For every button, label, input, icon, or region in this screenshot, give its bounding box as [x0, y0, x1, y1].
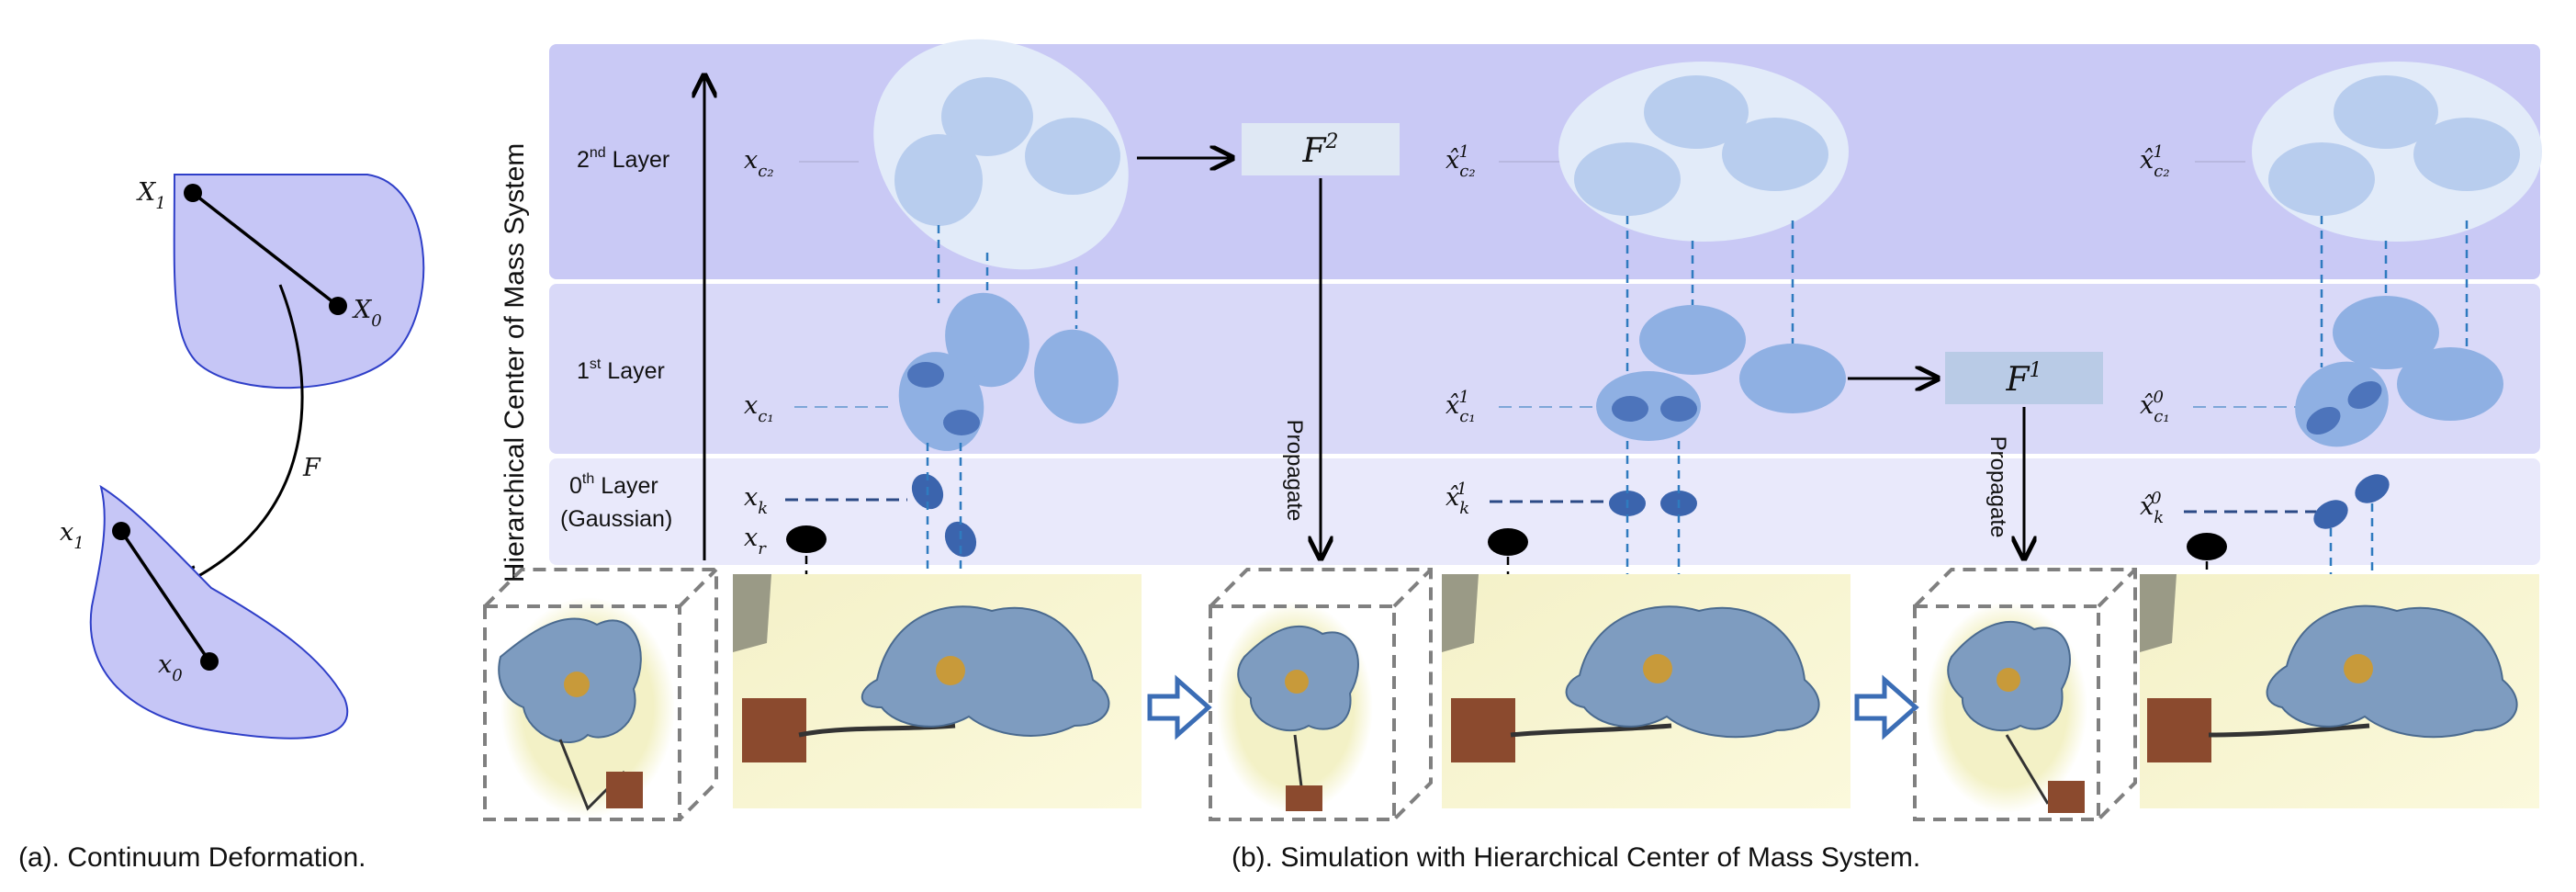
- next-step-arrow-1: [1147, 674, 1212, 740]
- caption-a: (a). Continuum Deformation.: [18, 842, 366, 873]
- layer2-child: [894, 134, 983, 226]
- photo-cube-3: [1913, 568, 2137, 821]
- propagate-label-2: Propagate: [1985, 436, 2010, 538]
- F1-label: F1: [2006, 359, 2042, 399]
- label-xc2: xc₂: [744, 146, 774, 181]
- layer1-node: [945, 292, 1029, 388]
- robot-marker: [2187, 533, 2227, 560]
- layer0-band: [549, 458, 2540, 565]
- deformed-body-shape: [89, 484, 349, 740]
- layer2-child: [1644, 75, 1749, 149]
- layer1-inner-gaussian: [2347, 380, 2382, 410]
- layer1-node: [2333, 296, 2439, 369]
- layer1-node: [1034, 329, 1119, 424]
- layer1-inner-gaussian: [1660, 396, 1697, 422]
- deformation-arrow: [179, 284, 304, 586]
- label-xc1-hat: x̂c₁1: [1445, 388, 1476, 426]
- F2-box: [1242, 123, 1400, 175]
- layer2-child: [1025, 118, 1120, 195]
- stage-2: x̂c₂1 x̂c₁1 x̂k1 F1 Propagate: [1445, 62, 2103, 735]
- layer1-inner-gaussian: [943, 410, 980, 435]
- label-xc1: xc₁: [744, 391, 774, 426]
- layer2-child: [1574, 142, 1681, 216]
- layer2-child: [2268, 142, 2375, 216]
- stage-1: xc₂ xc₁ xk xr F2: [744, 39, 1400, 744]
- photo-strip: [483, 568, 2539, 821]
- label-xk: xk: [744, 483, 768, 518]
- layer1-inner-gaussian: [907, 362, 944, 388]
- label-F: F: [302, 454, 321, 482]
- panel-a: X1 X0 F x1 x0 (a). Continuum Deformation…: [18, 174, 425, 873]
- label-xc1-hat: x̂c₁0: [2140, 388, 2170, 426]
- layer0-sublabel: (Gaussian): [560, 506, 672, 532]
- layer1-inner-gaussian: [1612, 396, 1648, 422]
- stage-3: x̂c₂1 x̂c₁0 x̂k0: [2140, 62, 2542, 735]
- F1-box: [1945, 352, 2103, 404]
- layer2-child: [2334, 75, 2438, 149]
- label-xr: xr: [744, 524, 767, 559]
- label-xc2-hat: x̂c₂1: [2140, 142, 2170, 181]
- layer2-child: [2413, 118, 2520, 191]
- label-xk-hat: x̂k0: [2140, 489, 2164, 527]
- layer1-node: [1739, 344, 1846, 413]
- point-x0: [200, 652, 219, 671]
- label-x1: x1: [60, 518, 84, 553]
- layer1-node: [1596, 371, 1701, 441]
- point-X1: [184, 184, 202, 202]
- robot-marker: [1488, 528, 1528, 556]
- label-x0: x0: [158, 650, 183, 685]
- system-title: Hierarchical Center of Mass System: [500, 143, 530, 582]
- photo-scene-1: [733, 574, 1142, 808]
- photo-scene-3: [2140, 574, 2539, 808]
- point-X0: [329, 297, 347, 315]
- photo-cube-2: [1209, 568, 1433, 821]
- layer1-inner-gaussian: [2306, 406, 2341, 435]
- deformed-segment: [119, 530, 211, 662]
- point-x1: [112, 522, 130, 540]
- gaussian-k: [2313, 500, 2348, 529]
- layer2-label: 2nd Layer: [577, 145, 669, 173]
- layer2-child: [941, 77, 1033, 156]
- label-X1: X1: [136, 178, 166, 213]
- next-step-arrow-2: [1854, 674, 1919, 740]
- layer-bands: [549, 44, 2540, 565]
- robot-marker-r: [786, 525, 827, 553]
- label-X0: X0: [352, 296, 382, 331]
- reference-segment: [191, 191, 340, 308]
- propagate-label-1: Propagate: [1282, 420, 1307, 522]
- layer2-child: [1722, 118, 1828, 191]
- gaussian: [2355, 474, 2390, 503]
- layer1-label: 1st Layer: [577, 356, 665, 384]
- photo-scene-2: [1442, 574, 1850, 808]
- label-xk-hat: x̂k1: [1445, 480, 1469, 518]
- layer1-node: [1639, 305, 1746, 375]
- photo-cube-1: [483, 568, 718, 821]
- F2-label: F2: [1302, 130, 1339, 170]
- layer0-label: 0th Layer: [569, 471, 658, 499]
- layer1-node: [2397, 347, 2503, 421]
- label-xc2-hat: x̂c₂1: [1445, 142, 1476, 181]
- caption-b: (b). Simulation with Hierarchical Center…: [1232, 842, 1920, 873]
- layer1-band: [549, 284, 2540, 454]
